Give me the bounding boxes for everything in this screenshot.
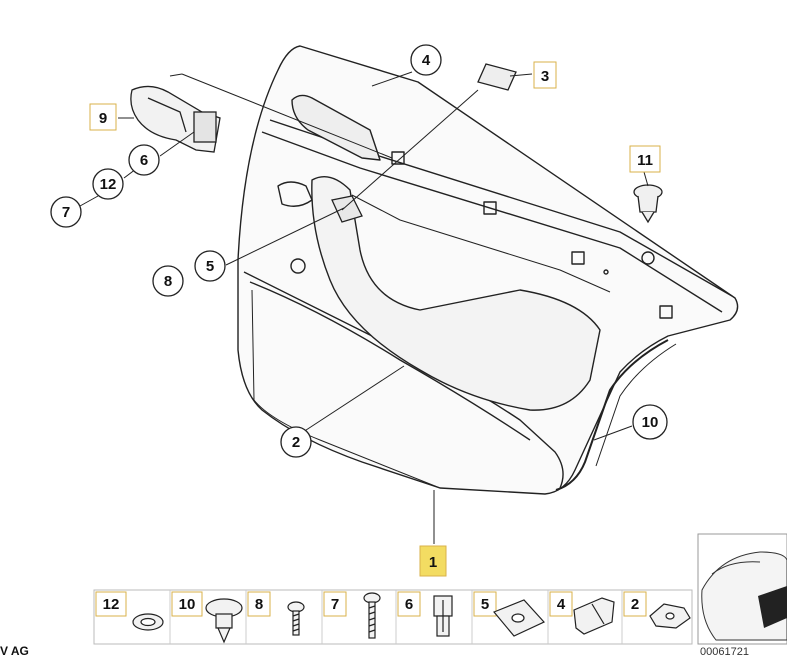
strip-label-12-text: 12: [103, 596, 120, 613]
callout-1-label: 1: [429, 554, 437, 571]
car-location-thumbnail: [697, 533, 787, 645]
callout-3-label: 3: [541, 68, 549, 85]
clip-sleeve-part-icon: [433, 595, 453, 637]
strip-label-10: 10: [171, 591, 203, 617]
callout-2: 2: [280, 426, 312, 458]
bracket-clip-part-icon: [649, 603, 691, 629]
strip-label-6-text: 6: [405, 596, 413, 613]
strip-label-12: 12: [95, 591, 127, 617]
diagram-code: 00061721: [700, 646, 749, 657]
callout-3: 3: [533, 61, 557, 89]
callout-10: 10: [632, 404, 668, 440]
strip-label-10-text: 10: [179, 596, 196, 613]
callout-1: 1: [419, 545, 447, 577]
leader-lines: [79, 71, 649, 544]
callout-7: 7: [50, 196, 82, 228]
strip-label-8: 8: [247, 591, 271, 617]
strip-label-8-text: 8: [255, 596, 263, 613]
callout-9-label: 9: [99, 110, 107, 127]
callout-8-label: 8: [164, 273, 172, 290]
callout-6-label: 6: [140, 152, 148, 169]
strip-label-4-text: 4: [557, 596, 566, 613]
corner-watermark-text: V AG: [0, 644, 29, 657]
retainer-clip-part-icon: [573, 597, 615, 635]
callout-5: 5: [194, 250, 226, 282]
callout-8: 8: [152, 265, 184, 297]
expanding-rivet-part: [633, 184, 663, 224]
door-handle-part: [130, 85, 221, 153]
callout-4-label: 4: [422, 52, 431, 69]
callout-5-label: 5: [206, 258, 214, 275]
callout-7-label: 7: [62, 204, 70, 221]
push-rivet-part-icon: [205, 598, 243, 644]
callout-6: 6: [128, 144, 160, 176]
callout-9: 9: [89, 103, 117, 131]
strip-label-7: 7: [323, 591, 347, 617]
callout-4: 4: [410, 44, 442, 76]
strip-label-4: 4: [549, 591, 573, 617]
strip-label-7-text: 7: [331, 596, 339, 613]
callout-12: 12: [92, 168, 124, 200]
spring-nut-part-icon: [493, 599, 545, 637]
switch-cover-part: [331, 195, 363, 223]
cover-cap-part: [477, 63, 517, 91]
callout-12-label: 12: [100, 176, 117, 193]
strip-label-5-text: 5: [481, 596, 489, 613]
door-trim-panel: [237, 45, 739, 495]
washer-part-icon: [132, 613, 164, 631]
strip-label-2-text: 2: [631, 596, 639, 613]
strip-label-5: 5: [473, 591, 497, 617]
strip-label-6: 6: [397, 591, 421, 617]
screw-long-part-icon: [363, 592, 381, 639]
callout-2-label: 2: [292, 434, 300, 451]
screw-short-part-icon: [287, 601, 305, 636]
strip-label-2: 2: [623, 591, 647, 617]
callout-11: 11: [629, 145, 661, 173]
callout-11-label: 11: [637, 152, 653, 169]
callout-10-label: 10: [642, 414, 659, 431]
